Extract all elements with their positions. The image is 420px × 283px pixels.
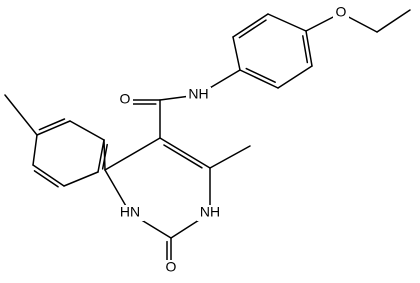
- atom-nh-ring-right: NH: [197, 204, 224, 221]
- atom-nh-amide-label: NH: [188, 86, 208, 102]
- double-bond-tl2-tl3: [38, 118, 66, 131]
- bond-ep5-ep6: [277, 65, 313, 89]
- atom-o-urea: O: [163, 259, 179, 276]
- atom-nh-ring-left-label: HN: [120, 204, 140, 220]
- bond-tl3-tlMe: [4, 94, 38, 136]
- bond-pyrC4-pyrC5: [104, 137, 161, 171]
- double-bond-pyrC5-pyrC6: [163, 144, 203, 169]
- atom-o-carbonyl-label: O: [120, 91, 131, 107]
- atom-nh-amide: NH: [186, 86, 211, 103]
- bond-pyrC5-pyrC6: [159, 137, 211, 169]
- atom-nh-ring-right-label: NH: [200, 204, 220, 220]
- bond-ep2-ep3: [232, 13, 269, 38]
- double-bond-ep6-ep1: [245, 67, 276, 83]
- bond-ep1-ep2: [232, 36, 241, 71]
- bond-tl5-tl6: [63, 171, 99, 187]
- double-bond-ep2-ep3: [238, 19, 267, 39]
- atom-o-carbonyl: O: [117, 91, 133, 108]
- bond-tl1-tl2: [69, 120, 105, 141]
- double-bond-tl6-tl1: [101, 143, 108, 170]
- bond-etC1-etC2: [376, 9, 411, 33]
- bond-tl3-tl4: [32, 134, 38, 166]
- bond-tl6-tl1: [97, 139, 105, 173]
- atom-o-ether: O: [333, 4, 349, 21]
- double-bond-ep4-ep5: [302, 35, 309, 64]
- atom-labels: NH O O HN NH O: [117, 4, 349, 276]
- bond-ep4-ep5: [305, 30, 313, 67]
- bond-tl2-tl3: [36, 120, 71, 136]
- atom-o-ether-label: O: [336, 4, 347, 20]
- atom-o-urea-label: O: [166, 259, 177, 275]
- atom-nh-ring-left: HN: [117, 204, 144, 221]
- bond-ep3-ep4: [267, 13, 307, 32]
- double-bond-tl4-tl5: [33, 170, 59, 188]
- bond-tl4-tl5: [32, 164, 65, 187]
- bond-lines: [4, 9, 411, 269]
- bond-ep6-ep1: [239, 69, 279, 89]
- bond-pyrC6-me6: [209, 145, 251, 169]
